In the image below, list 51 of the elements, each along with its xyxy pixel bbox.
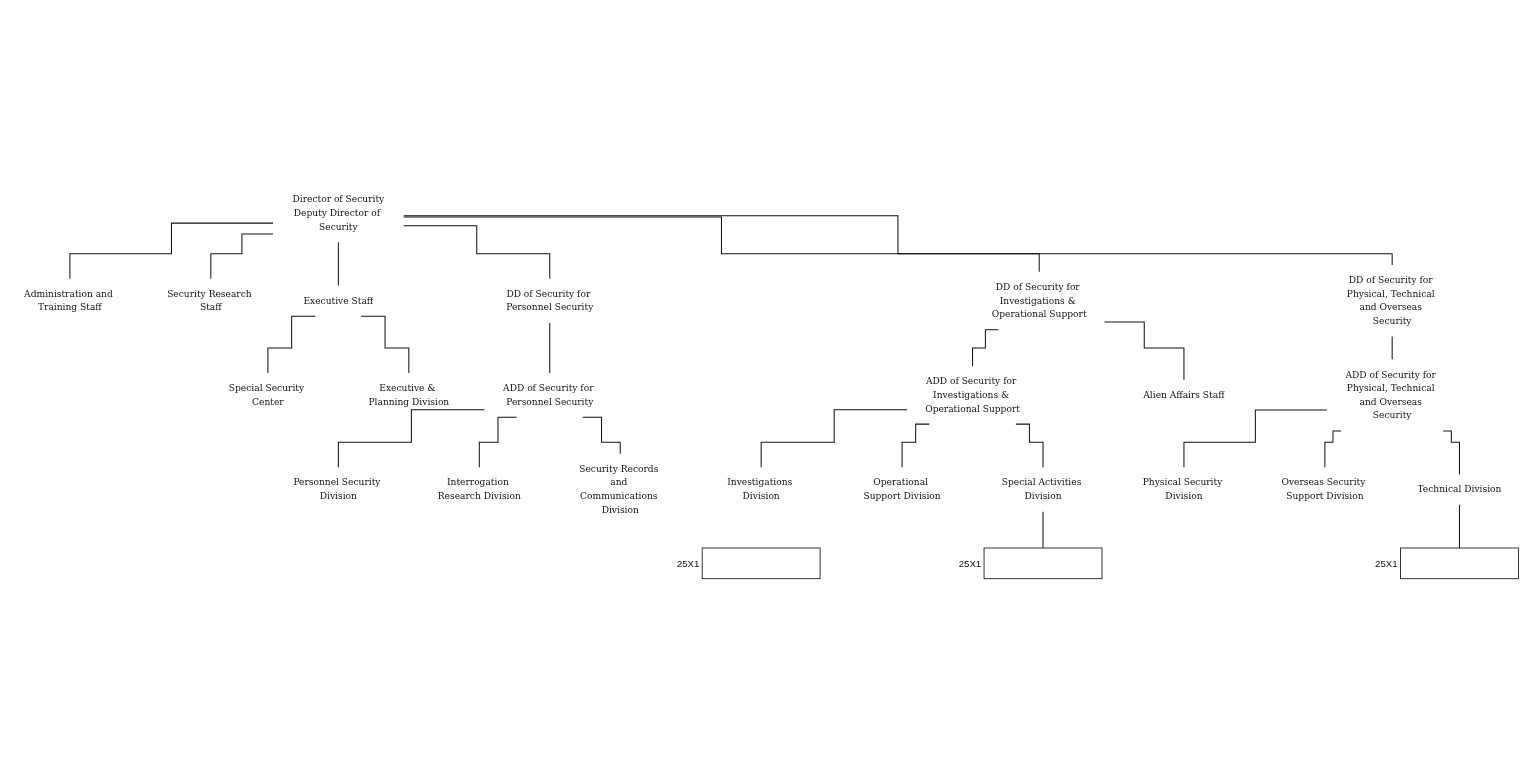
connector [760,409,908,468]
connector [549,322,551,374]
connector [337,409,485,468]
connector [360,315,410,374]
connector [337,241,339,286]
node-text: Security Research Staff [167,288,252,313]
connector [1104,321,1185,381]
connector [1015,423,1044,468]
connector [972,329,999,367]
redaction-code: 25X1 [676,557,700,569]
node-text: Special Activities Division [1001,476,1082,502]
node-text: ADD of Security for Investigations & Operational Support [925,375,1020,414]
node-text: Technical Division [1417,483,1502,495]
connector [210,233,274,280]
redaction-code: 25X1 [1375,557,1398,569]
node-text: DD of Security for Personnel Security [506,288,594,313]
connector [1183,409,1328,468]
connector [69,222,274,280]
node-text: Personnel Security Division [293,476,381,502]
node-box [983,547,1103,580]
node-text: Operational Support Division [863,476,941,502]
node-box [701,547,821,580]
redaction-code: 25X1 [958,557,982,569]
node-text: ADD of Security for Personnel Security [503,382,594,408]
connector [1442,430,1460,475]
node-text: Executive Staff [303,295,374,306]
connector [403,216,1040,273]
connector [403,225,551,280]
node-text: Security Records and Communications Division [579,463,659,516]
connector [1324,430,1342,468]
node-box [1400,547,1519,580]
node-text: DD of Security for Physical, Technical and Overseas Security [1346,274,1435,327]
node-text: Alien Affairs Staff [1143,389,1225,401]
node-text: DD of Security for Investigations & Operational Support [991,281,1087,320]
node-text: Overseas Security Support Division [1281,476,1366,502]
node-text: ADD of Security for Physical, Technical and Overseas Security [1345,369,1436,421]
node-text: Executive & Planning Division [368,382,450,408]
node-text: Investigations Division [727,476,793,502]
connector [1458,504,1460,549]
connector [403,215,1393,266]
connector [901,423,930,468]
node-text: Interrogation Research Division [437,476,521,502]
connector [478,416,518,468]
connector [267,315,316,374]
node-text: Director of Security Deputy Director of Security [292,193,385,233]
connector [1391,336,1393,360]
connector [1042,511,1044,549]
node-text: Special Security Center [228,382,305,408]
connector [582,416,621,455]
node-text: Administration and Training Staff [24,288,113,313]
node-text: Physical Security Division [1142,476,1223,502]
